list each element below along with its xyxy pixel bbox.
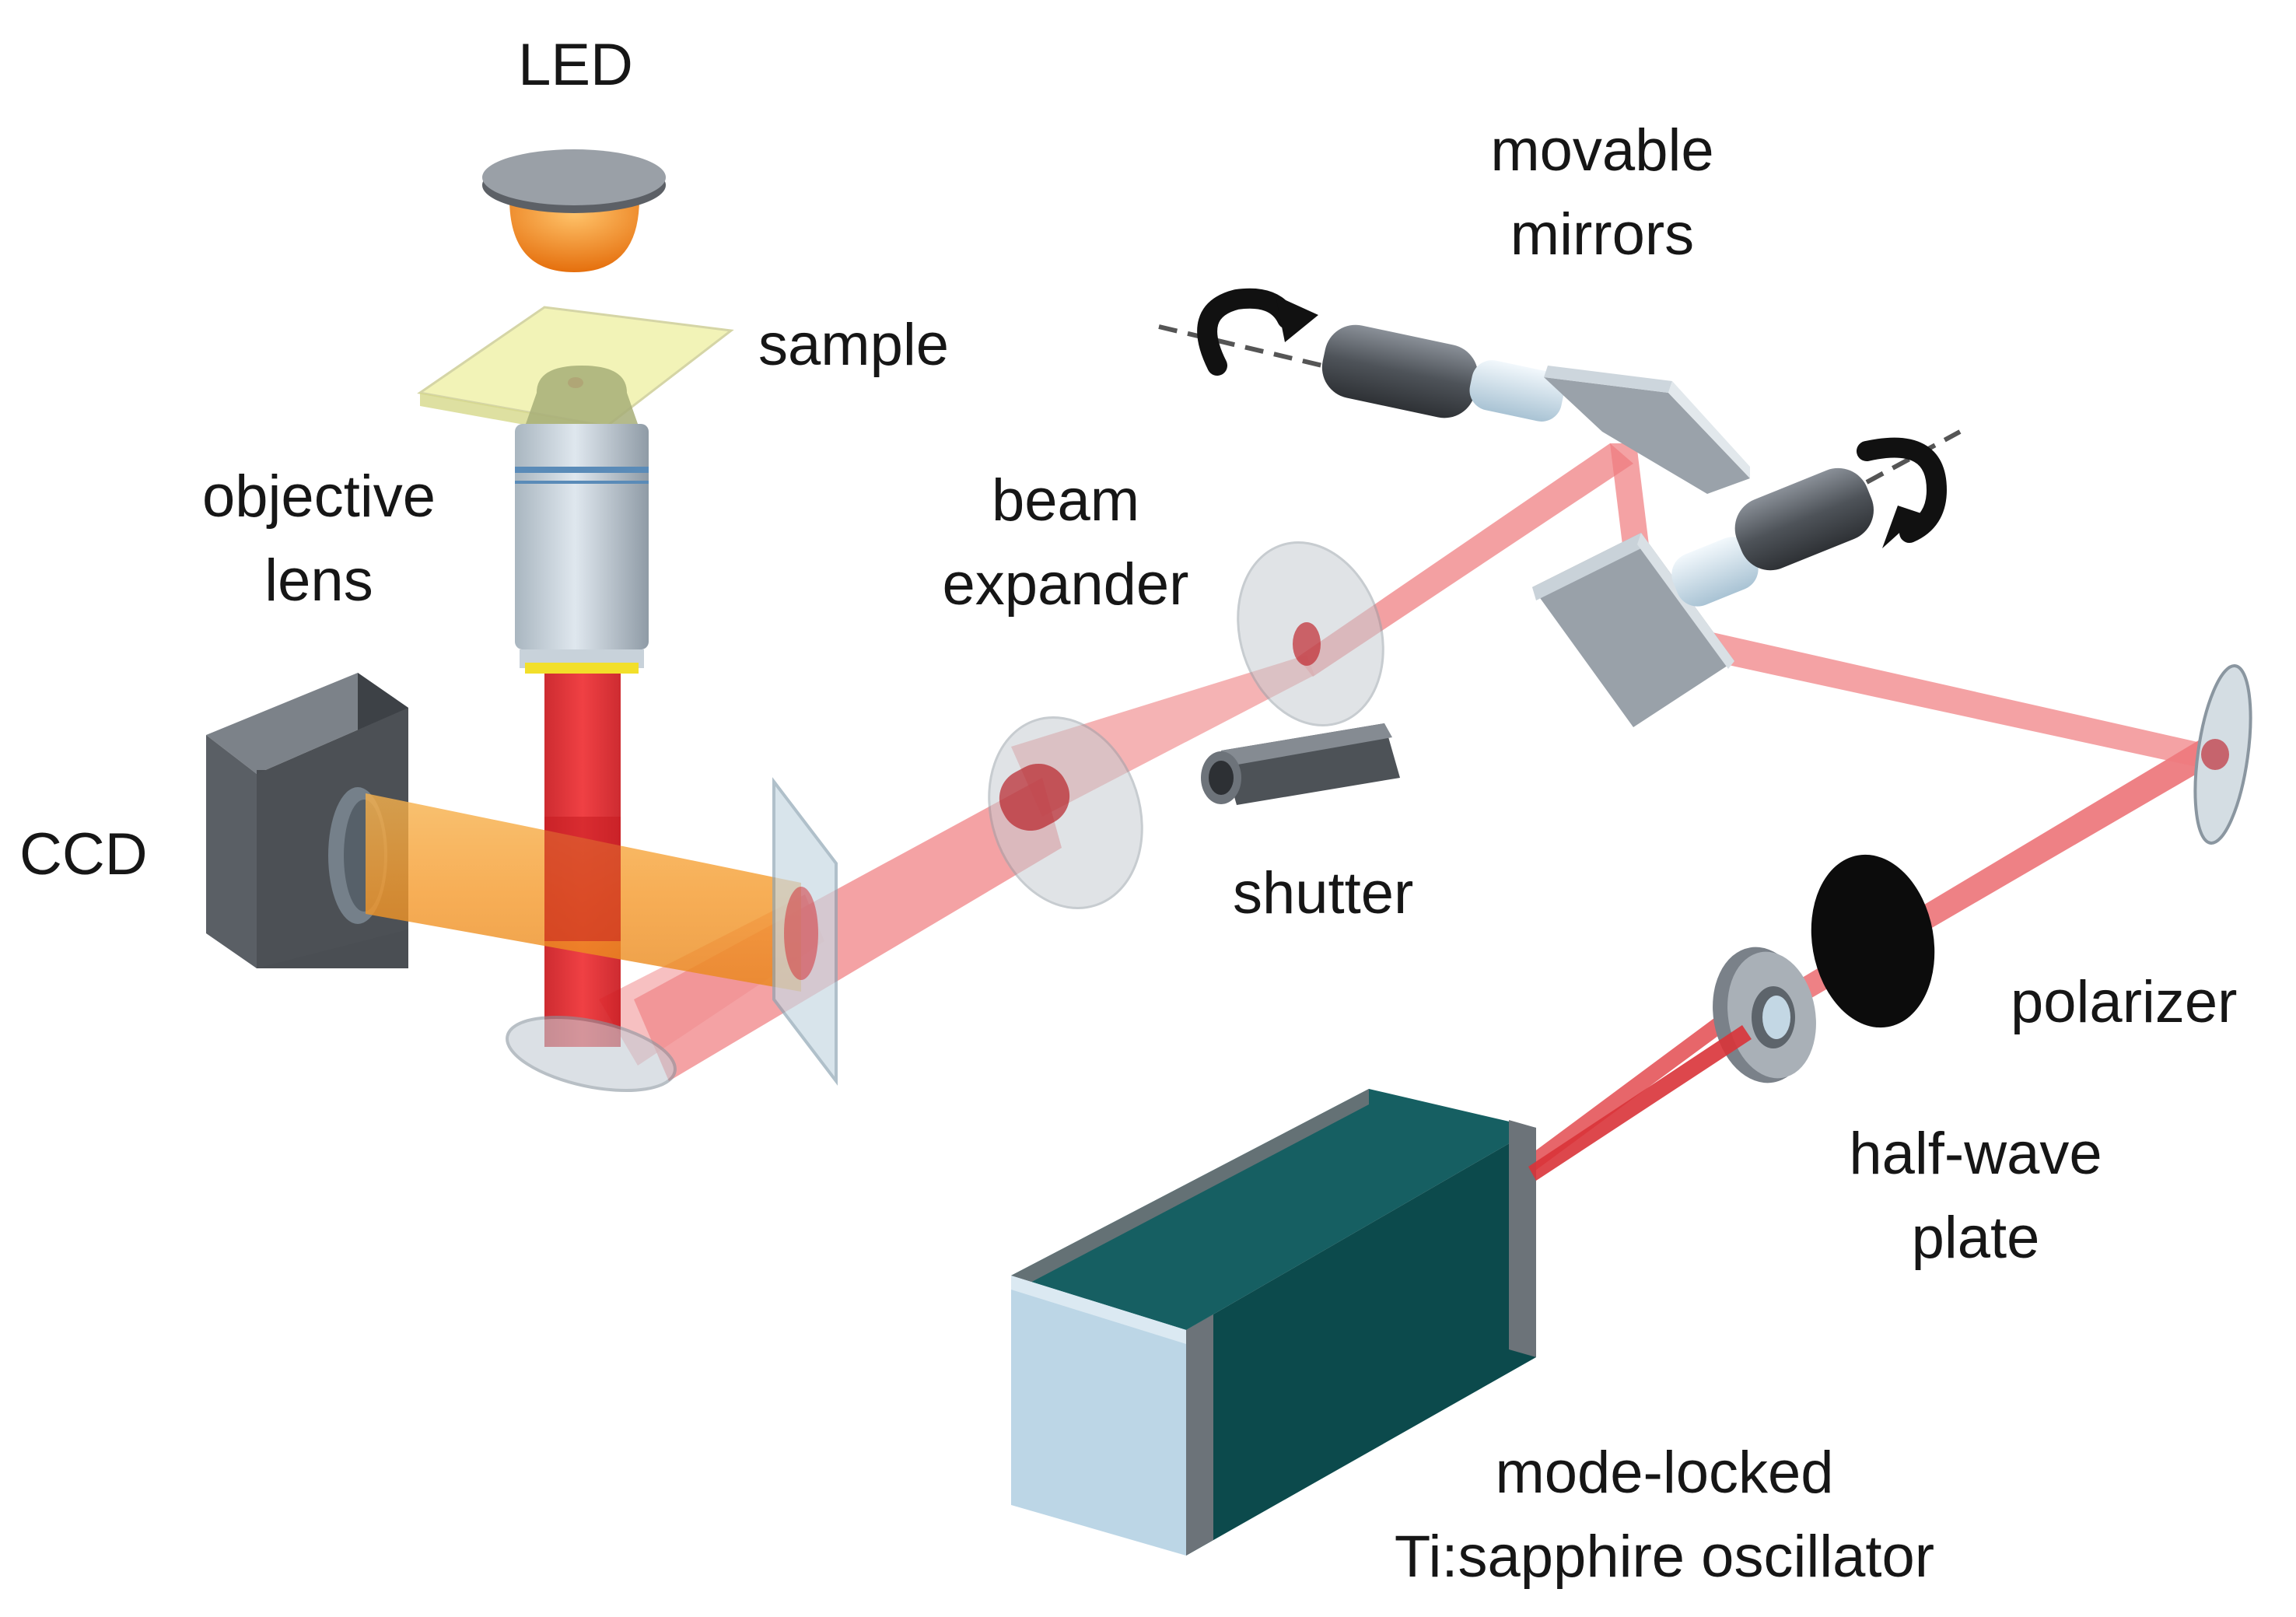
- oscillator-label: mode-locked Ti:sapphire oscillator: [1322, 1431, 2007, 1599]
- sample-label: sample: [758, 312, 949, 378]
- movable-mirrors-label: movable mirrors: [1447, 109, 1758, 277]
- laser-oscillator: [1011, 1089, 1536, 1556]
- oscillator-label-line1: mode-locked: [1495, 1440, 1834, 1506]
- oscillator-label-line2: Ti:sapphire oscillator: [1394, 1524, 1935, 1590]
- shutter-label: shutter: [1233, 860, 1414, 926]
- half-wave-plate-label-line1: half-wave: [1849, 1121, 2102, 1187]
- laser-output-beam: [1528, 1025, 1752, 1181]
- objective-lens-label-line2: lens: [264, 548, 373, 614]
- beam-expander-label-line1: beam: [991, 467, 1140, 534]
- half-wave-plate-label-line2: plate: [1911, 1205, 2040, 1271]
- movable-mirrors-label-line2: mirrors: [1510, 201, 1695, 268]
- objective-lens-label: objective lens: [167, 455, 471, 623]
- movable-mirrors-label-line1: movable: [1490, 117, 1714, 184]
- led-label: LED: [518, 32, 633, 98]
- half-wave-plate-label: half-wave plate: [1812, 1112, 2139, 1280]
- upper-movable-mirror: [1158, 324, 1750, 494]
- beam-expander-label: beam expander: [914, 459, 1217, 627]
- laser-beam-path: [599, 443, 2217, 1173]
- ccd-label: CCD: [19, 821, 148, 887]
- rotation-arrow-icon: [1857, 437, 1948, 548]
- objective-lens: [515, 366, 649, 674]
- half-wave-plate: [1713, 947, 1816, 1083]
- polarizer: [1811, 854, 1935, 1028]
- lower-movable-mirror: [1532, 429, 1962, 727]
- beam-expander-label-line2: expander: [942, 551, 1189, 618]
- bottom-mirror: [506, 1015, 677, 1093]
- polarizer-label: polarizer: [2011, 969, 2238, 1035]
- rotation-arrow-icon: [1197, 288, 1318, 376]
- objective-lens-label-line1: objective: [202, 464, 436, 530]
- beam-expander: [988, 541, 1384, 909]
- shutter: [1201, 723, 1400, 805]
- led-source: [482, 149, 666, 272]
